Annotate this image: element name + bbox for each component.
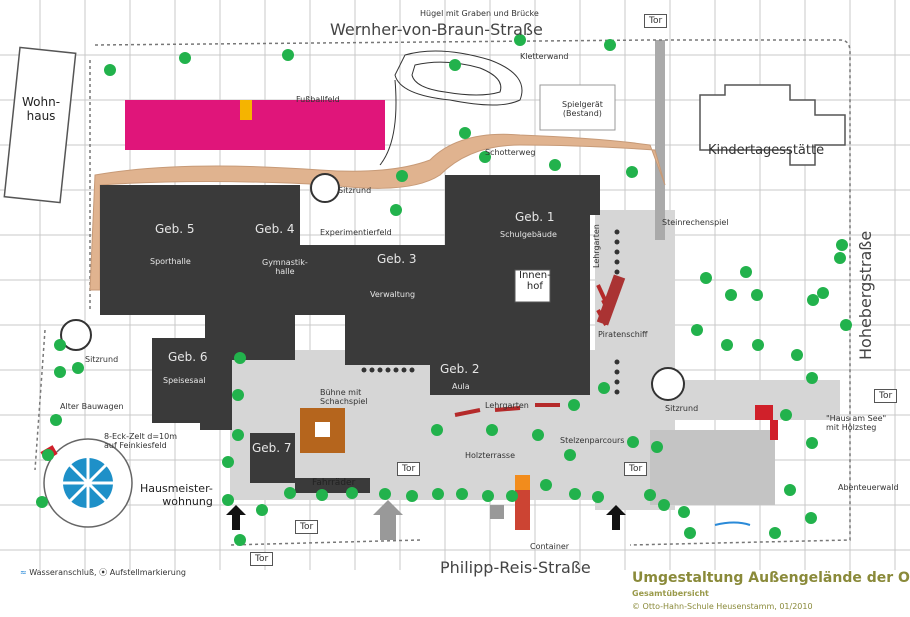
school-buildings [100,175,600,493]
label-lehrgarten-vertical: Lehrgarten [592,224,601,268]
label-kletterwand: Kletterwand [520,52,569,61]
geb6-sub: Speisesaal [163,376,206,385]
kindergarten-building [699,84,846,166]
label-haus-am-see: "Haus am See" mit Holzsteg [826,414,887,432]
seating-circles [60,173,685,401]
lake-house [755,405,773,420]
goal-marker [240,100,252,120]
geb6-label: Geb. 6 [168,350,208,364]
label-alter-bauwagen: Alter Bauwagen [60,402,124,411]
label-buehne: Bühne mit Schachspiel [320,388,368,406]
gate-marker [490,505,504,519]
fahrraeder-label: Fahrräder [312,478,356,488]
label-huegel: Hügel mit Graben und Brücke [420,9,539,18]
pond [714,521,751,526]
playground-equipment-box [539,84,616,131]
kindergarten-label: Kindertagesstätte [708,143,825,158]
street-north: Wernher-von-Braun-Straße [330,20,543,39]
label-piratenschiff: Piratenschiff [598,330,648,339]
wohnhaus-building [3,46,77,204]
label-abenteuerwald: Abenteuerwald [838,483,899,492]
innenhof-label: Innen- hof [519,270,551,292]
label-zelt: 8-Eck-Zelt d=10m auf Feinkiesfeld [104,432,178,450]
legend-water: Wasseranschluß, [29,568,97,577]
geb3-sub: Verwaltung [370,290,416,299]
geb5-sub: Sporthalle [150,257,191,266]
label-schotterweg: Schotterweg [485,148,536,157]
geb4-sub: Gymnastik- halle [262,258,308,276]
geb4-label: Geb. 4 [255,222,295,236]
innenhof-area [514,269,551,303]
gate-label-south-1: Tor [397,462,421,476]
plan-subtitle: Gesamtübersicht [632,589,709,598]
label-experimentierfeld: Experimentierfeld [320,228,392,237]
gate-label-north: Tor [644,14,668,28]
street-east: Hohebergstraße [856,230,875,360]
wohnhaus-label: Wohn- haus [22,95,61,123]
label-sitzrund-3: Sitzrund [665,404,699,413]
geb2-label: Geb. 2 [440,362,480,376]
gate-label-south-4: Tor [250,552,274,566]
gate-label-east: Tor [874,389,898,403]
geb1-sub: Schulgebäude [500,230,557,239]
gate-label-south-2: Tor [624,462,648,476]
label-spielgeraet: Spielgerät (Bestand) [562,100,603,118]
plan-title: Umgestaltung Außengelände der OHS [632,570,910,586]
geb5-label: Geb. 5 [155,222,195,236]
label-holzterrasse: Holzterrasse [465,451,515,460]
markers [361,229,620,395]
label-sitzrund-2: Sitzrund [85,355,119,364]
paved-areas [230,40,840,510]
label-stelzenparcours: Stelzenparcours [560,436,625,445]
geb7-label: Geb. 7 [252,441,292,455]
label-steinrechenspiel: Steinrechenspiel [662,218,729,227]
marker-icon: ⦿ [99,568,108,577]
football-field-top [125,100,235,125]
gate-label-south-3: Tor [295,520,319,534]
plan-credit: © Otto-Hahn-Schule Heusenstamm, 01/2010 [632,602,813,611]
geb1-label: Geb. 1 [515,210,555,224]
label-fussballfeld: Fußballfeld [296,95,340,104]
geb3-label: Geb. 3 [377,252,417,266]
pirate-ship [596,274,626,326]
geb6-notch [200,380,232,430]
legend-marker: Aufstellmarkierung [109,568,186,577]
label-container: Container [530,542,570,551]
street-south: Philipp-Reis-Straße [440,558,591,577]
hausmeister-label: Hausmeister- wohnung [140,482,213,508]
label-lehrgarten-horizontal: Lehrgarten [485,401,529,410]
trees [36,34,852,546]
water-icon: ≈ [20,568,27,577]
geb7-block [250,433,295,483]
gate-arrows [226,500,626,540]
label-sitzrund-1: Sitzrund [338,186,372,195]
legend: ≈ Wasseranschluß, ⦿ Aufstellmarkierung [20,567,186,578]
geb2-sub: Aula [452,382,470,391]
